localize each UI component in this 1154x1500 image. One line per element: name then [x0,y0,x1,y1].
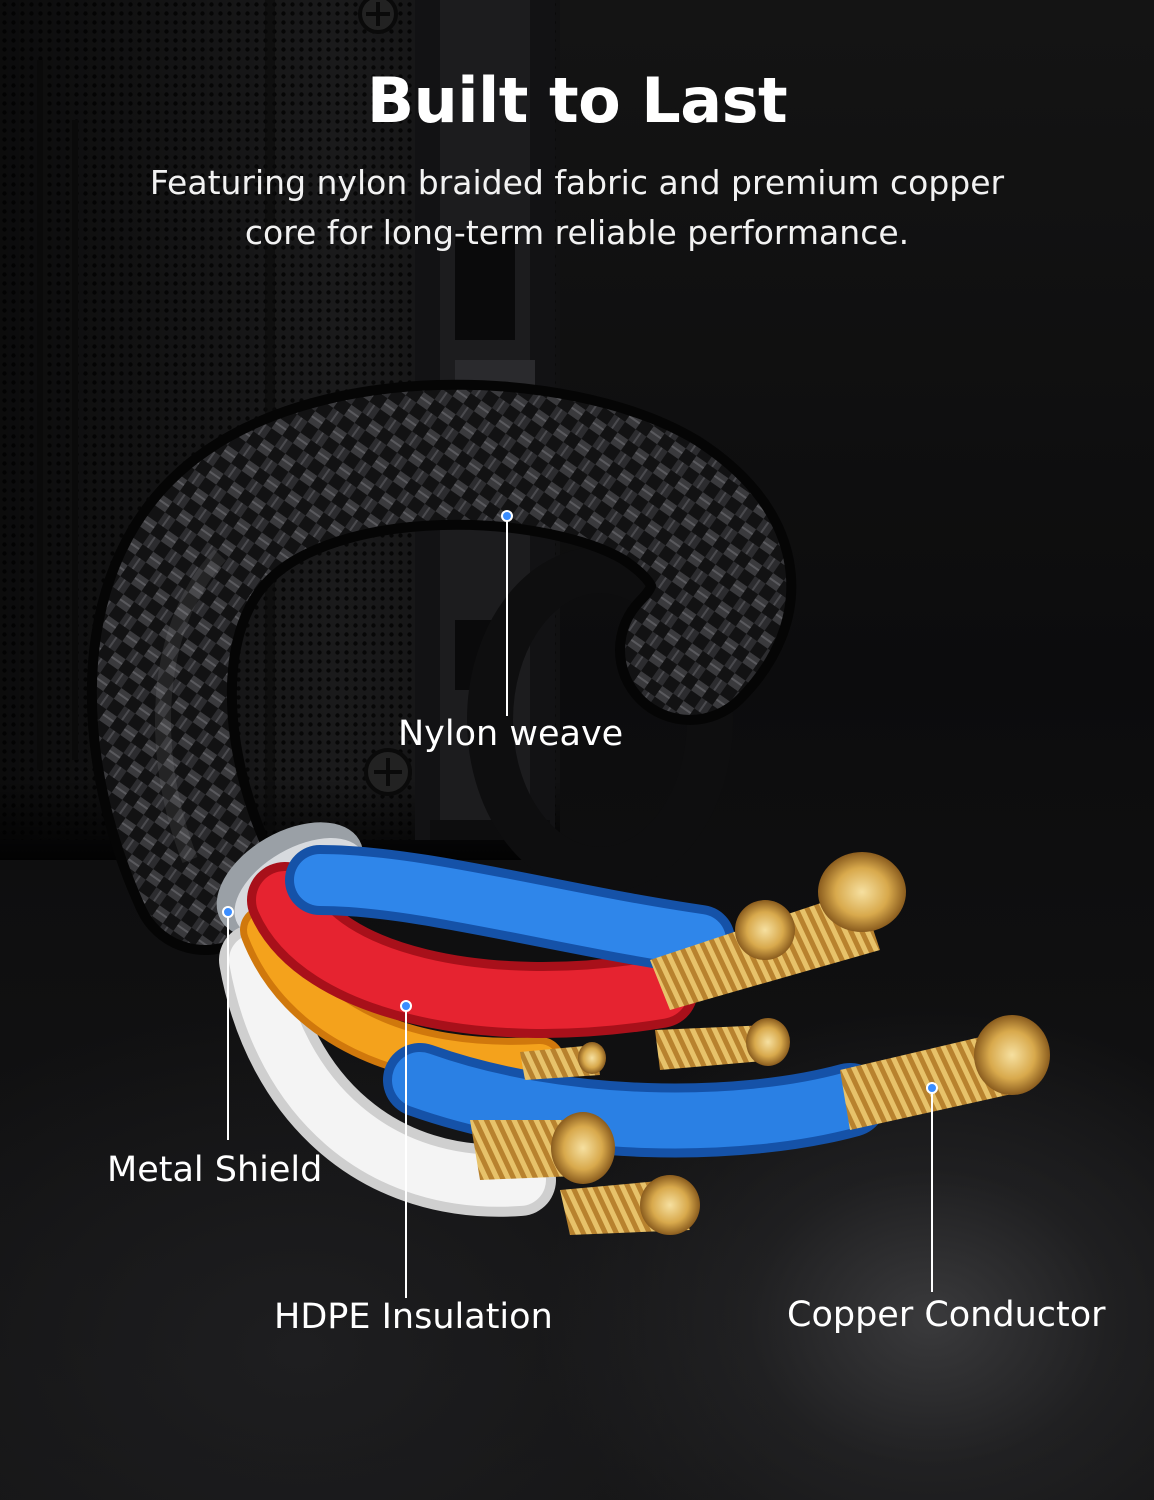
subtitle-line-2: core for long-term reliable performance. [244,213,910,252]
callout-leaders [222,510,938,1298]
headline-title: Built to Last [366,64,788,137]
callout-nylon-weave: Nylon weave [398,714,624,754]
hdpe-insulation-marker-dot [400,1000,412,1012]
headline-subtitle: Featuring nylon braided fabric and premi… [0,158,1154,258]
callout-metal-shield: Metal Shield [107,1150,323,1190]
callout-copper-conductor: Copper Conductor [787,1295,1106,1335]
braided-cable [86,379,797,955]
nylon-weave-marker-dot [501,510,513,522]
copper-conductor-marker-dot [926,1082,938,1094]
subtitle-line-1: Featuring nylon braided fabric and premi… [149,163,1005,202]
metal-shield-marker-dot [222,906,234,918]
copper-conductors [470,852,1050,1235]
inner-wires [219,845,887,1217]
callout-hdpe-insulation: HDPE Insulation [274,1297,553,1337]
